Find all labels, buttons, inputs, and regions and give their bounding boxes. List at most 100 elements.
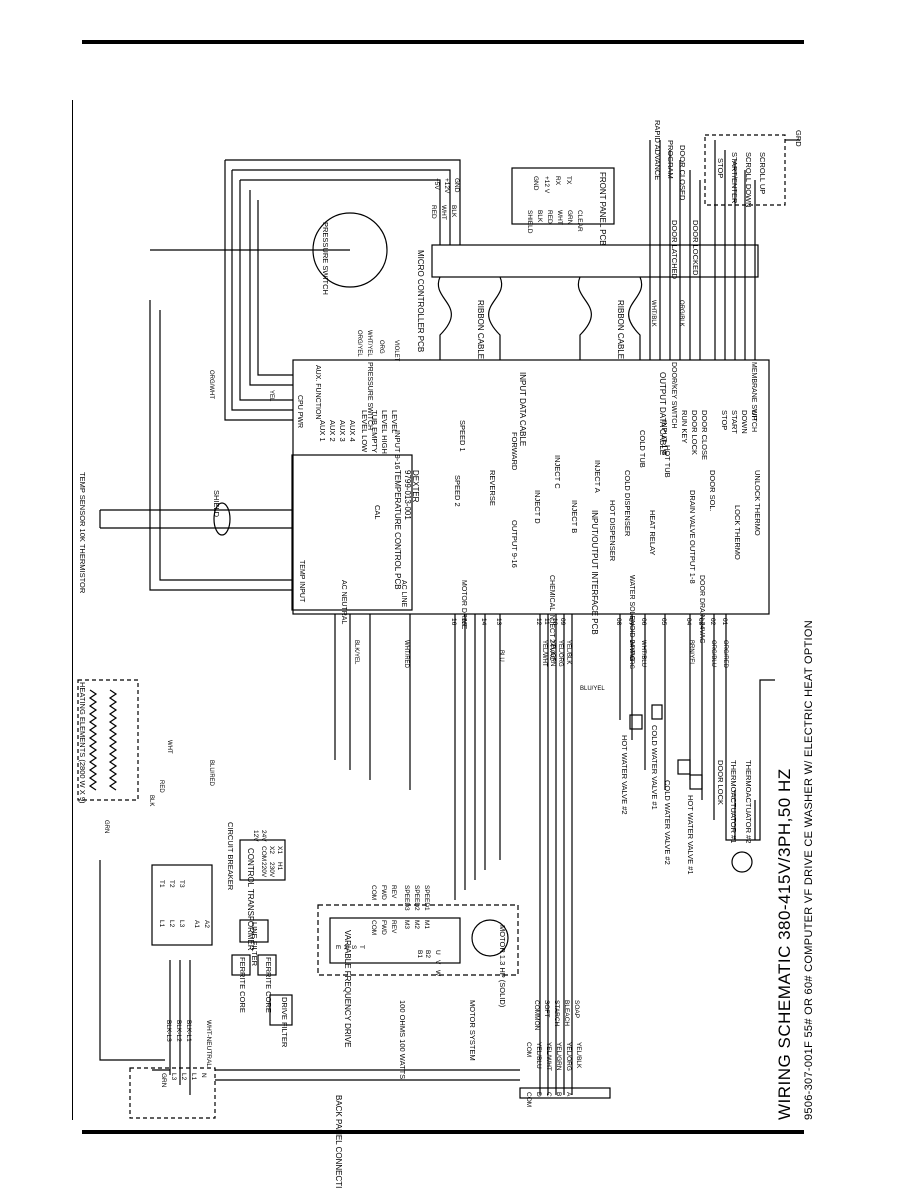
- shield-wire-clear: CLEAR: [576, 210, 583, 232]
- temp-sensor-wires: [99, 509, 293, 529]
- input-aux-3: AUX 3: [338, 420, 347, 442]
- input-tub-empty: TUB EMPTY: [370, 410, 379, 453]
- ribbon-cable-2-label: RIBBON CABLE: [616, 300, 625, 359]
- page-left-border: [72, 100, 73, 1120]
- wire-tag-wht-org: WHT/ORG: [628, 640, 634, 669]
- wire-tag-yel: YEL: [268, 390, 274, 402]
- wire-tag-org-yel: ORG/YEL: [356, 330, 362, 357]
- supply-plus12v: +12V: [443, 178, 450, 194]
- vfd-motor-w: W: [434, 970, 441, 977]
- wire-tag-brn-yel: BRN/YEL: [688, 640, 694, 666]
- vfd-term-com: COM: [370, 920, 377, 935]
- scroll-up-switch-label: SCROLL UP: [758, 152, 767, 194]
- vfd-motor-b2: B2: [424, 950, 431, 958]
- wire-tag-org: ORG: [378, 340, 384, 354]
- vfd-term-s: S: [350, 945, 357, 950]
- input-data-cable-label: INPUT DATA CABLE: [518, 372, 527, 446]
- output-inject-c: INJECT C: [553, 455, 562, 489]
- contact-l2: L2: [168, 920, 175, 928]
- output-data-cable-label: OUTPUT DATA CABLE: [658, 372, 667, 455]
- input-level-high: LEVEL HIGH: [380, 410, 389, 454]
- shield-wire-red: RED: [546, 210, 553, 224]
- output-drain-valve: DRAIN VALVE: [688, 490, 697, 539]
- input-cal: CAL: [373, 505, 382, 520]
- heating-element-zigzag-2: [108, 689, 118, 791]
- input-1-8-header: INPUT 1-8: [660, 420, 669, 455]
- shield-label: SHIELD: [212, 490, 221, 518]
- ferrite-core-1-label: FERRITE CORE: [238, 957, 247, 1013]
- wire-tag-yel-org: YEL/ORG: [557, 640, 563, 667]
- cold-valve-1-box: [651, 704, 663, 720]
- top-rule: [82, 40, 804, 44]
- vfd-term-m2: M2: [413, 920, 420, 929]
- wire-tag-grn: GRN: [103, 820, 109, 833]
- contact-a1: A1: [193, 920, 200, 928]
- motor-label: MOTOR 1.3 HP (SOLID): [498, 925, 507, 1008]
- chemical-inject-label: CHEMICAL INJECT 24VAC: [548, 575, 555, 661]
- wire-tag-org-red: ORG/RED: [722, 640, 728, 669]
- membrane-switch-group-label: MEMBRANE SWITCH: [750, 362, 757, 432]
- circuit-breaker-label: CIRCUIT BREAKER: [226, 822, 235, 891]
- output-speed-2: SPEED 2: [453, 475, 462, 507]
- vfd-wire-rev: REV: [390, 885, 397, 899]
- aux-function-label: AUX. FUNCTION: [314, 365, 321, 419]
- vfd-motor-u: U: [434, 950, 441, 955]
- ac-line-label: AC LINE: [400, 580, 407, 608]
- back-panel-d: D: [535, 1092, 542, 1097]
- terminal-03: 03: [697, 618, 704, 626]
- chem-common: COMMON: [533, 1000, 540, 1031]
- micro-controller-board-outline: [431, 244, 759, 278]
- transformer-com: COM: [260, 846, 267, 861]
- wire-tag-blu-yel: BLU/YEL: [580, 686, 605, 692]
- back-panel-a: A: [565, 1092, 572, 1097]
- wire-tag-yel-wht: YEL/WHT: [541, 640, 547, 667]
- line-filter-label: LINE FILTER: [250, 922, 259, 967]
- vfd-term-rev: REV: [390, 920, 397, 934]
- shield-wire-blk: BLK: [536, 210, 543, 223]
- control-transformer-box: [239, 839, 286, 881]
- line-term-n: N: [200, 1073, 207, 1078]
- start-enter-switch-label: START/ENTER: [730, 152, 739, 204]
- door-switch-wires: [649, 140, 701, 360]
- output-inject-a: INJECT A: [593, 460, 602, 493]
- vfd-term-m1: M1: [423, 920, 430, 929]
- motor-drive-wires: [454, 614, 501, 900]
- terminal-06: 06: [640, 618, 647, 626]
- terminal-04: 04: [685, 618, 692, 626]
- cold-valve-1-label: COLD WATER VALVE #1: [650, 725, 659, 810]
- ac-neutral-label: AC NEUTRAL: [340, 580, 347, 624]
- contact-t1: T1: [158, 880, 165, 888]
- contact-t3: T3: [178, 880, 185, 888]
- contact-l1: L1: [158, 920, 165, 928]
- terminal-09: 09: [559, 618, 566, 626]
- vfd-dashed-box: [317, 904, 519, 976]
- vfd-motor-b1: B1: [416, 950, 423, 958]
- input-run-key: RUN KEY: [680, 410, 689, 443]
- cpu-power-wires: [224, 160, 293, 421]
- output-cold-tub: COLD TUB: [638, 430, 647, 468]
- output-inject-b: INJECT B: [570, 500, 579, 533]
- output-lock-thermo: LOCK THERMO: [733, 505, 742, 560]
- terminal-12: 12: [535, 618, 542, 626]
- line-term-l2: L2: [180, 1073, 187, 1081]
- input-aux-2: AUX 2: [328, 420, 337, 442]
- wire-tag-wht-red: WHT/RED: [403, 640, 409, 669]
- contact-a2: A2: [203, 920, 210, 928]
- program-label: PROGRAM: [666, 140, 675, 179]
- terminal-01: 01: [721, 618, 728, 626]
- wire-tag-org-blu: ORG/BLU: [710, 640, 716, 667]
- input-9-16-header: INPUT 9-16: [393, 430, 402, 469]
- bottom-rule: [82, 1130, 804, 1134]
- wire-tag-wht: WHT: [166, 740, 172, 754]
- vfd-term-fwd: FWD: [380, 920, 387, 935]
- control-transformer-label: CONTROL TRANSFORMER: [246, 848, 255, 951]
- front-panel-board-outline: [511, 167, 615, 225]
- wire-tag-org-wht: ORG/WHT: [208, 370, 214, 399]
- stop-switch-label: STOP: [716, 158, 725, 178]
- membrane-switch-box: [704, 134, 786, 206]
- ribbon-cable-2: [577, 276, 643, 360]
- ground-circle: [731, 851, 753, 873]
- vfd-motor-v: V: [434, 960, 441, 965]
- fp-signal-tx: TX: [565, 176, 572, 185]
- pressure-switch-group-label: PRESSURE SWITCH: [366, 362, 373, 430]
